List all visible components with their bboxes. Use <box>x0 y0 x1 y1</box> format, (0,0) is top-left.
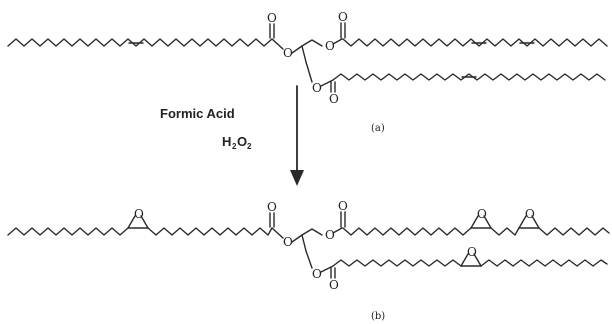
epoxy-chain-2b <box>490 227 520 236</box>
epoxy-chain-3a <box>332 259 462 267</box>
carbonyl-oxygen-2: O <box>338 10 348 24</box>
glycerol-down <box>301 45 307 63</box>
epoxy-glycerol-down <box>301 234 307 252</box>
epoxy-ester-oxygen-1: O <box>283 235 293 249</box>
epoxidized-triglyceride-molecule: O O O O O O O <box>7 199 610 292</box>
reagent-sub-1: 2 <box>232 142 237 151</box>
carbonyl-oxygen-3: O <box>329 92 339 106</box>
epoxide-ring-3: O <box>518 207 540 229</box>
epoxy-ester-oxygen-2: O <box>325 228 335 242</box>
ester-bond-3 <box>320 79 334 87</box>
ester-oxygen-3: O <box>312 81 322 95</box>
glycerol-down-2 <box>305 61 313 83</box>
epoxide-oxygen-4: O <box>467 245 477 259</box>
reagent-o: O <box>237 134 247 149</box>
epoxy-ester-bond-3 <box>320 265 334 273</box>
epoxy-glycerol-backbone <box>301 228 323 236</box>
ester-bond-2 <box>332 38 343 45</box>
epoxy-ester-bond-1 <box>271 227 284 239</box>
epoxy-glycerol-down-2 <box>305 250 313 269</box>
ester-bond-1 <box>271 38 284 50</box>
epoxy-ester-oxygen-3: O <box>312 267 322 281</box>
epoxy-carbonyl-oxygen-3: O <box>329 278 339 292</box>
epoxy-chain-3b <box>480 259 608 267</box>
triglyceride-molecule: O O O O O O <box>7 10 608 106</box>
arrow-head <box>290 170 304 186</box>
reagent-h: H <box>222 134 231 149</box>
label-a: (a) <box>371 123 385 134</box>
reagent-hydrogen-peroxide: H 2 O 2 <box>222 134 252 151</box>
reagent-formic-acid: Formic Acid <box>160 106 235 121</box>
carbonyl-oxygen-1: O <box>267 11 277 25</box>
epoxide-ring-2: O <box>470 207 492 229</box>
epoxy-chain-2c <box>538 227 610 236</box>
epoxide-ring-4: O <box>460 245 482 267</box>
glycerol-bond-1 <box>291 45 303 54</box>
reagent-sub-2: 2 <box>247 142 252 151</box>
epoxide-ring-1: O <box>127 207 149 229</box>
epoxy-chain-2a <box>342 227 472 236</box>
epoxide-oxygen-2: O <box>477 207 487 221</box>
epoxide-oxygen-3: O <box>525 207 535 221</box>
epoxy-ester-bond-2 <box>332 227 343 234</box>
epoxy-glycerol-bond-1 <box>291 234 303 243</box>
ester-oxygen-1: O <box>283 46 293 60</box>
glycerol-backbone <box>301 39 323 47</box>
ester-oxygen-2: O <box>325 39 335 53</box>
epoxy-chain-1 <box>7 227 129 236</box>
chain-3 <box>332 73 606 81</box>
epoxy-chain-1b <box>147 227 273 236</box>
reaction-arrow <box>290 85 304 186</box>
epoxy-carbonyl-oxygen-1: O <box>267 200 277 214</box>
epoxide-oxygen-1: O <box>134 207 144 221</box>
epoxy-carbonyl-oxygen-2: O <box>338 199 348 213</box>
label-b: (b) <box>371 311 385 322</box>
